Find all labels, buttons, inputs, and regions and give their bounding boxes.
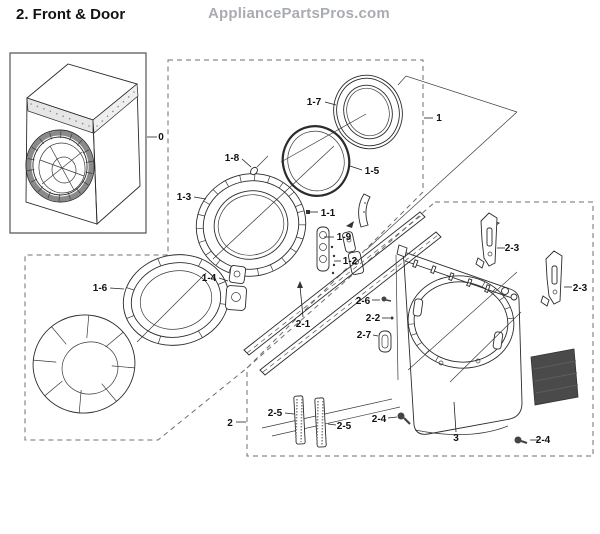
callout-0: 0 xyxy=(158,132,164,143)
callout-2-7: 2-7 xyxy=(357,330,372,341)
screw-2-4 xyxy=(514,436,528,444)
callout-2-5: 2-5 xyxy=(268,408,283,419)
group-1-door-boundary xyxy=(25,60,423,440)
callout-2-1: 2-1 xyxy=(296,319,311,330)
explosion-axis-lines xyxy=(137,76,517,342)
callout-1-3: 1-3 xyxy=(177,192,192,203)
door-glass-1-5 xyxy=(274,118,358,205)
panel-corner-cap-left xyxy=(397,245,407,257)
callout-2-6: 2-6 xyxy=(356,296,371,307)
panel-bracket-2-3 xyxy=(541,251,562,306)
callout-1-6: 1-6 xyxy=(93,283,108,294)
callout-1-5: 1-5 xyxy=(365,166,380,177)
screws-1-2 xyxy=(330,245,336,275)
washer-overview-sketch xyxy=(21,64,140,224)
callout-1-1: 1-1 xyxy=(321,208,336,219)
door-cover-panel xyxy=(25,307,142,421)
callout-1-2: 1-2 xyxy=(343,256,358,267)
direction-arrow xyxy=(346,221,354,228)
page-title: 2. Front & Door xyxy=(16,6,126,23)
overview-box xyxy=(10,53,146,233)
opening-hatch-ticks xyxy=(408,282,513,362)
door-hook-strip xyxy=(359,194,370,227)
door-cover-ring-1-6 xyxy=(115,245,237,355)
front-panel xyxy=(262,245,522,436)
group-2-panel-boundary xyxy=(247,202,593,456)
panel-slot xyxy=(493,332,503,350)
callout-2: 2 xyxy=(227,418,233,429)
seal-strip-2-5 xyxy=(315,398,327,447)
callout-1-7: 1-7 xyxy=(307,97,322,108)
panel-slot xyxy=(413,299,423,317)
frame-segment-ticks xyxy=(196,174,305,276)
panel-bracket-2-3 xyxy=(476,213,497,268)
door-hinge-1-4 xyxy=(225,265,247,311)
point-2-2 xyxy=(390,316,394,320)
callout-2-4: 2-4 xyxy=(536,435,551,446)
screw-2-4 xyxy=(397,412,411,425)
door-ring-hatch xyxy=(27,131,92,201)
callout-2-3: 2-3 xyxy=(505,243,520,254)
hinge-pin-1-8 xyxy=(249,156,268,176)
seal-strip-2-5 xyxy=(294,396,305,444)
panel-corner-knob xyxy=(502,288,509,295)
callout-2-5: 2-5 xyxy=(337,421,352,432)
callout-2-4: 2-4 xyxy=(372,414,387,425)
callout-1: 1 xyxy=(436,113,442,124)
callout-2-2: 2-2 xyxy=(366,313,381,324)
callout-2-3: 2-3 xyxy=(573,283,588,294)
callout-1-9: 1-9 xyxy=(337,232,352,243)
screw-2-6 xyxy=(381,296,392,302)
panel-corner-knob xyxy=(511,294,517,300)
door-glass-holder-1-7 xyxy=(324,66,412,157)
hinge-bracket-1-9 xyxy=(317,227,329,271)
clip-2-7 xyxy=(379,331,391,352)
cover-spokes xyxy=(33,315,134,413)
vent-grille xyxy=(531,349,578,405)
support-rails-2-1 xyxy=(244,212,441,375)
door-frame-1-3 xyxy=(185,162,364,289)
callout-1-8: 1-8 xyxy=(225,153,240,164)
leader-lines xyxy=(110,102,572,440)
callout-3: 3 xyxy=(453,433,459,444)
control-band-texture xyxy=(30,91,135,127)
watermark-text: AppliancePartsPros.com xyxy=(208,5,390,22)
callout-1-4: 1-4 xyxy=(202,273,217,284)
